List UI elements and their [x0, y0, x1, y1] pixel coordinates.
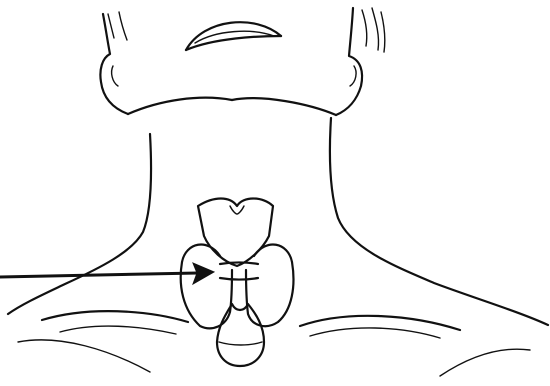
- trachea: [217, 304, 264, 366]
- jawline: [128, 98, 336, 115]
- thyroid-cartilage: [198, 199, 273, 267]
- right-ear: [336, 8, 385, 115]
- neck-outline: [8, 118, 548, 325]
- chin-mouth: [186, 22, 281, 50]
- clavicles: [18, 311, 530, 376]
- left-ear: [100, 12, 128, 114]
